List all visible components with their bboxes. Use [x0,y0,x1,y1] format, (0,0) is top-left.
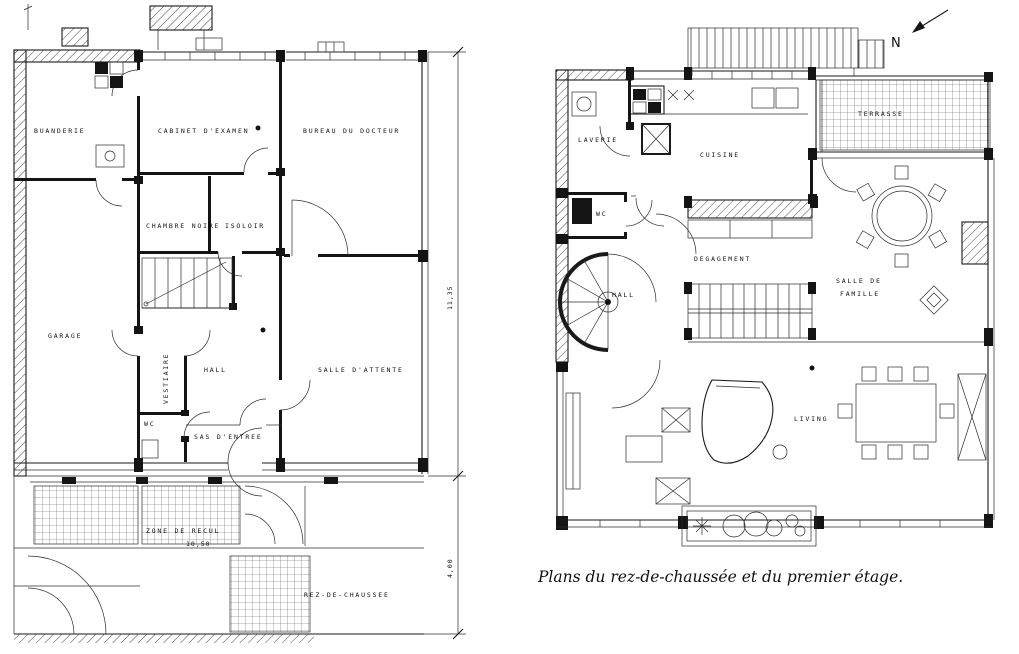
label-bureau-docteur: BUREAU DU DOCTEUR [303,127,400,135]
ff-window-mullions [711,71,793,79]
grand-piano [701,379,788,464]
label-hall-ff: HALL [612,291,635,299]
label-cuisine: CUISINE [700,151,740,159]
first-floor-plan: LAVERIE CUISINE TERRASSE WC DEGAGEMENT H… [555,27,995,547]
ff-exterior-walls [555,67,995,530]
label-salle-famille-1: SALLE DE [836,277,882,285]
gf-interior-walls [14,52,424,462]
grille-box [957,373,987,461]
gf-room-labels: BUANDERIE CABINET D'EXAMEN BUREAU DU DOC… [34,127,404,599]
refrigerator [641,123,671,155]
side-table [661,407,691,433]
decor-diamond [919,285,949,315]
label-sas-entree: SAS D'ENTREE [194,433,263,441]
label-living: LIVING [794,415,828,423]
wc-fixture [572,198,592,224]
ff-spiral-staircase [558,252,657,352]
gf-terrace-driveway [13,475,424,643]
gf-window-mullions [164,52,406,60]
dining-table [837,366,955,460]
label-degagement: DEGAGEMENT [694,255,751,263]
radiator [961,221,989,265]
label-wc-ff: WC [596,210,607,218]
caption: Plans du rez-de-chaussée et du premier é… [537,568,903,586]
label-buanderie: BUANDERIE [34,127,85,135]
label-laverie: LAVERIE [578,136,618,144]
ff-kitchen-fixtures [571,85,808,155]
washer [571,91,597,117]
north-arrow: N [891,9,949,51]
label-rez-de-chaussee: REZ-DE-CHAUSSEE [304,591,390,599]
label-chambre-noire: CHAMBRE NOIRE [146,222,220,230]
sofa [565,392,581,490]
burner-marks [667,89,695,101]
ground-floor-plan: 11,35 4,00 BUANDERIE CABINET D'EXAMEN BU… [13,4,466,643]
north-label: N [891,36,901,51]
label-garage: GARAGE [48,332,82,340]
label-cabinet-examen: CABINET D'EXAMEN [158,127,249,135]
plant-star [693,517,711,535]
label-zone-recul-width: 10,50 [186,540,211,548]
gf-dimension-lines: 11,35 4,00 [424,46,466,640]
closet [687,199,813,219]
label-salle-famille-2: FAMILLE [840,290,880,298]
sink [775,87,799,109]
closet [687,219,813,239]
ff-terrasse [808,72,993,160]
gf-exterior-walls [13,49,429,477]
label-vestiaire: VESTIAIRE [162,353,170,404]
label-zone-recul: ZONE DE RECUL [146,527,220,535]
ff-canopy [687,27,885,76]
ff-furniture [565,165,987,547]
label-hall-gf: HALL [204,366,227,374]
label-salle-attente: SALLE D'ATTENTE [318,366,404,374]
round-dining-table [855,165,948,268]
ff-room-labels: LAVERIE CUISINE TERRASSE WC DEGAGEMENT H… [578,110,904,423]
side-table [655,477,691,505]
label-isoloir: ISOLOIR [225,222,265,230]
ff-door-swings [599,125,857,409]
gf-fixtures [94,61,266,459]
ff-interior-walls [556,80,993,346]
planter [681,505,817,547]
ff-staircase [684,282,816,340]
dimension-depth-main: 11,35 [446,285,454,310]
ff-bottom-mullions [599,520,941,527]
dimension-depth-front: 4,00 [446,558,454,578]
label-wc-gf: WC [144,420,155,428]
coffee-table [625,435,663,463]
sink [751,87,775,109]
piano-stool [772,444,788,460]
label-terrasse: TERRASSE [858,110,904,118]
gf-staircase [141,257,233,309]
ceiling-point [809,365,815,371]
north-arrowhead [912,21,925,33]
gf-chimney-and-vents [23,4,345,53]
